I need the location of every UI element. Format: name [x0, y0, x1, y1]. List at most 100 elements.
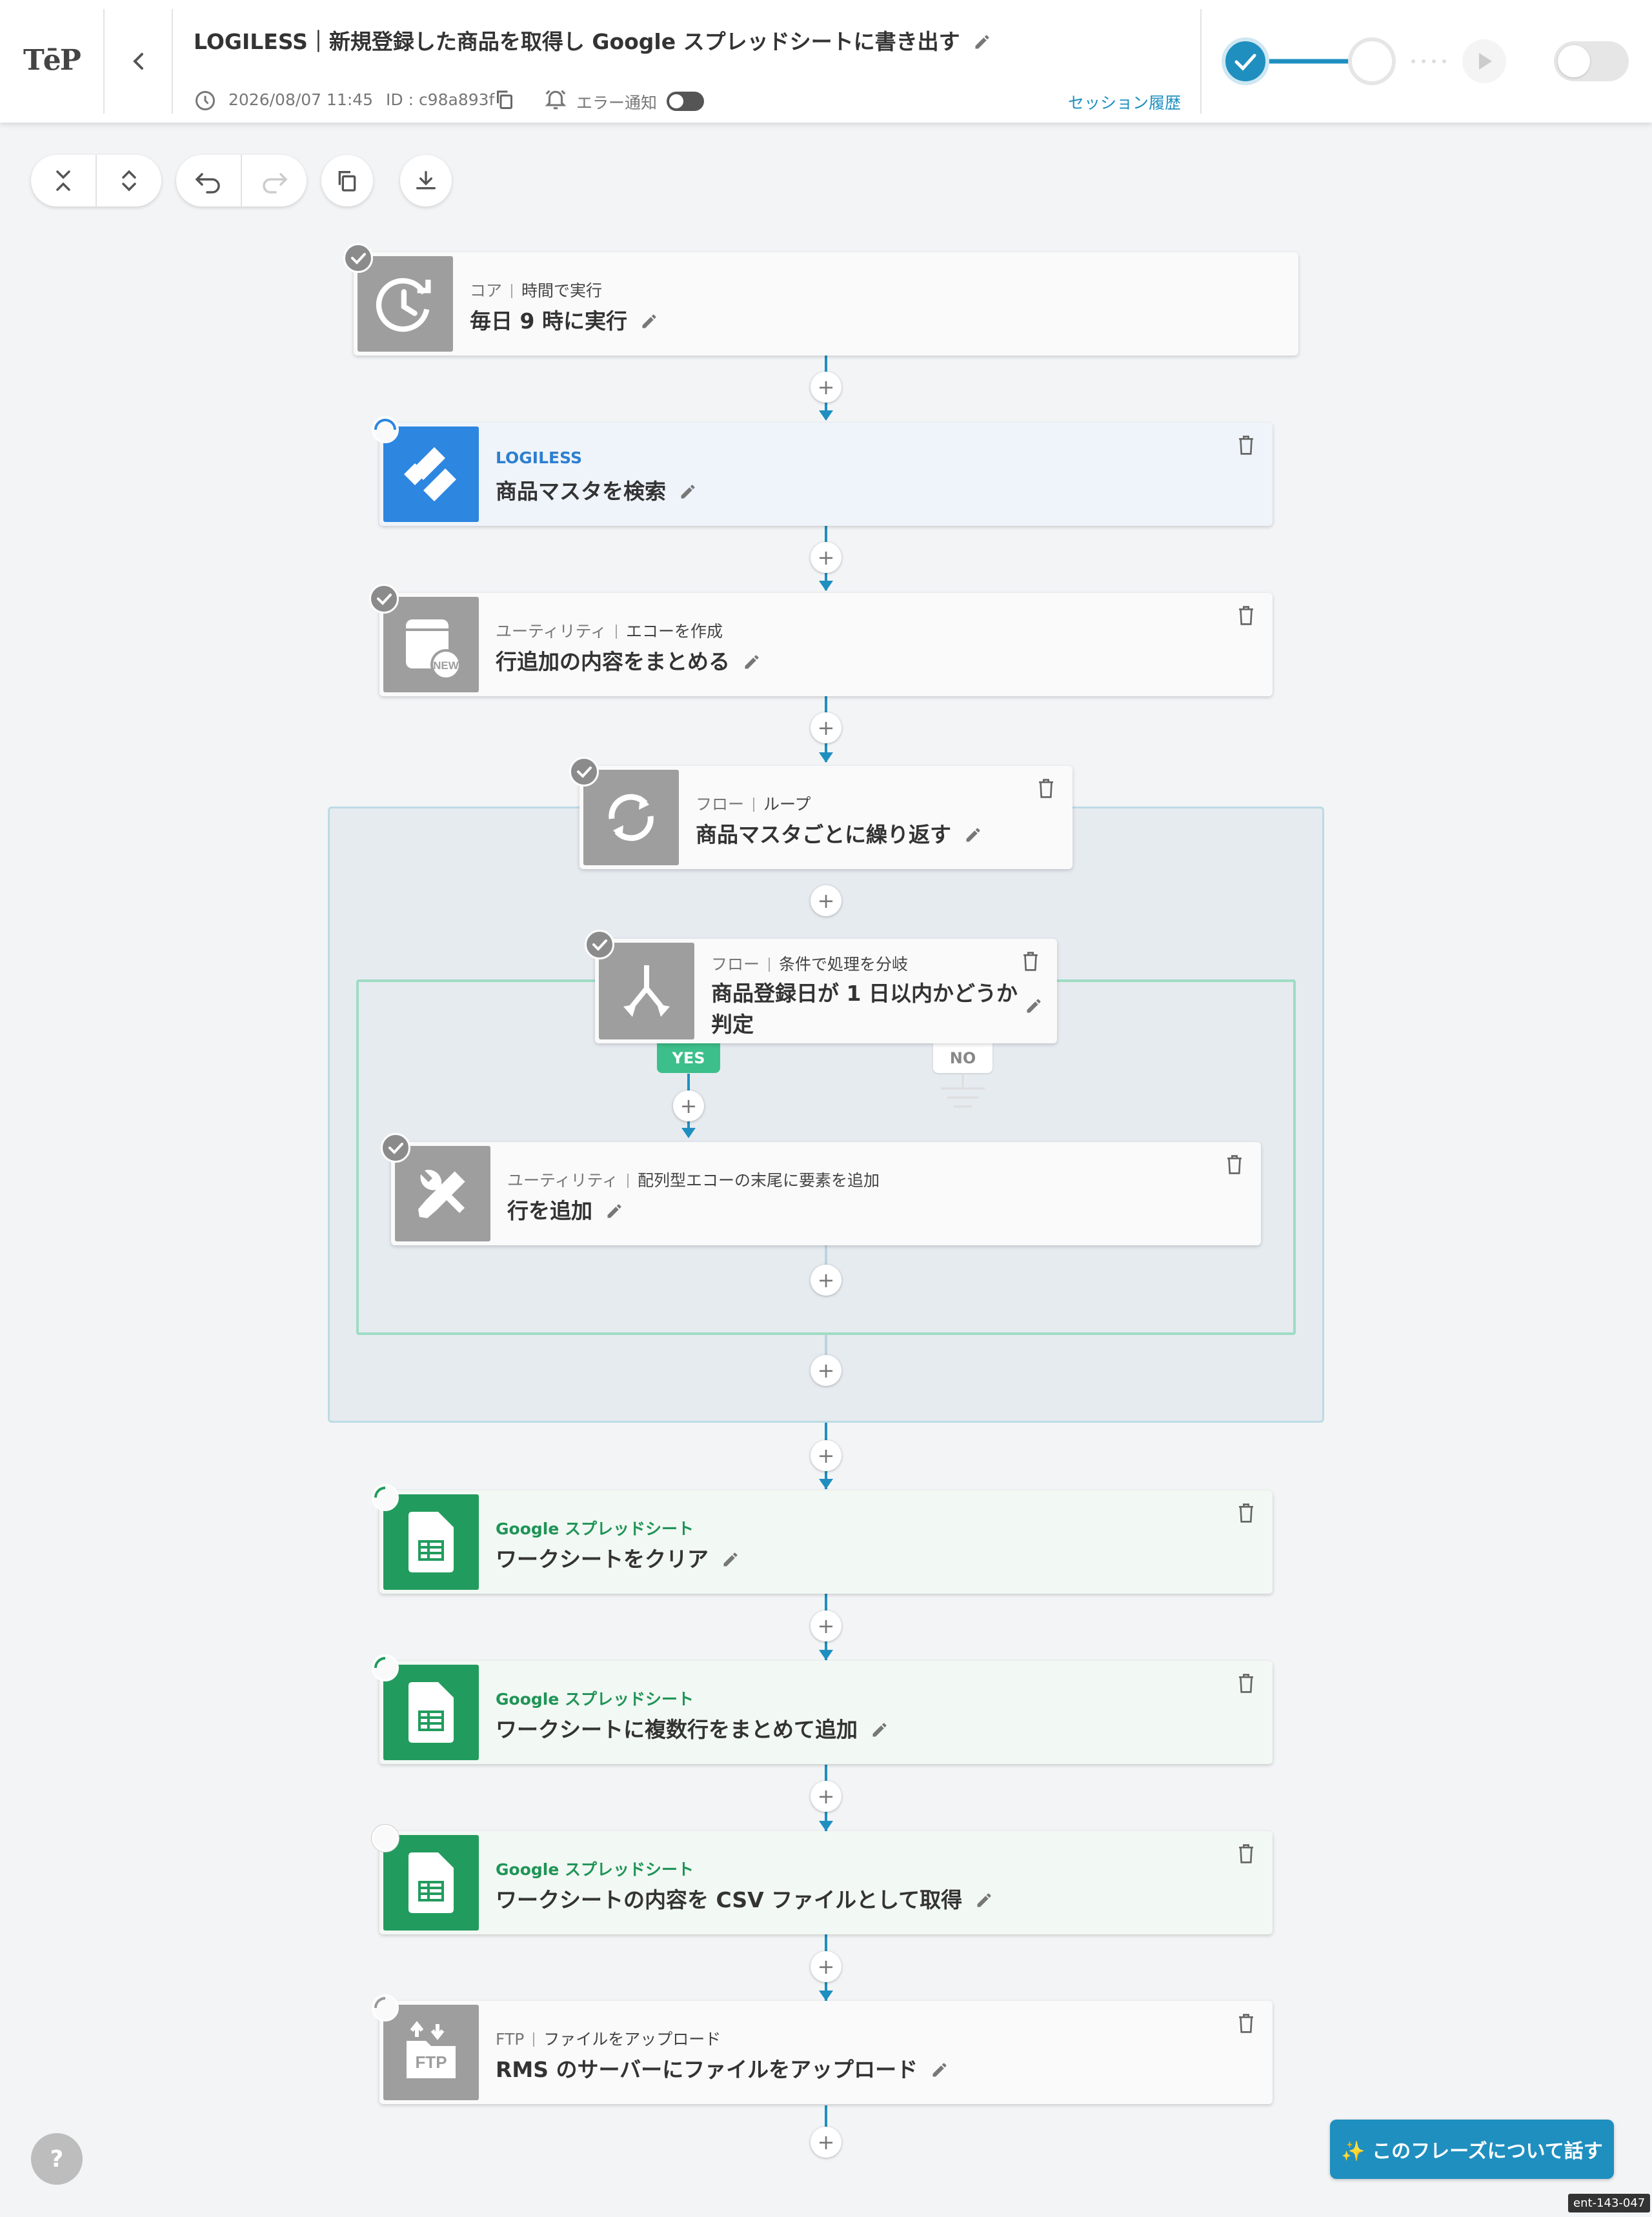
session-history-link[interactable]: セッション履歴 — [1068, 94, 1182, 112]
back-chevron-icon[interactable] — [123, 45, 155, 77]
add-step-button[interactable]: + — [811, 542, 841, 573]
step-card-add-row[interactable]: ユーティリティ配列型エコーの末尾に要素を追加 行を追加 — [381, 1133, 1261, 1245]
status-running-icon — [372, 416, 399, 443]
error-notify-toggle[interactable] — [667, 92, 704, 111]
step-title: 商品マスタごとに繰り返す — [696, 818, 982, 848]
help-button[interactable]: ? — [31, 2133, 83, 2185]
loop-refresh-icon — [609, 794, 654, 841]
new-document-icon: NEW — [406, 619, 461, 680]
alarm-bell-icon — [545, 90, 567, 110]
trash-icon[interactable] — [1236, 1502, 1256, 1524]
step-title: 行追加の内容をまとめる — [496, 645, 761, 676]
edit-pencil-icon[interactable] — [640, 312, 658, 330]
flow-id: ID : c98a893f — [386, 90, 495, 109]
arrow-down-icon — [819, 410, 833, 421]
trash-icon[interactable] — [1236, 2012, 1256, 2034]
edit-pencil-icon[interactable] — [871, 1721, 889, 1739]
trash-icon[interactable] — [1236, 1672, 1256, 1694]
step-card-sheets-csv[interactable]: Google スプレッドシート ワークシートの内容を CSV ファイルとして取得 — [372, 1825, 1273, 1934]
step-category: LOGILESS — [496, 448, 583, 467]
arrow-down-icon — [819, 752, 833, 763]
add-step-button[interactable]: + — [811, 1610, 841, 1641]
add-step-button[interactable]: + — [811, 372, 841, 403]
divider — [103, 9, 105, 114]
undo-redo-group — [176, 155, 307, 206]
duplicate-button[interactable] — [321, 155, 373, 206]
schedule-clock-icon — [376, 278, 431, 332]
trash-icon[interactable] — [1225, 1154, 1244, 1176]
arrow-down-icon — [819, 581, 833, 591]
google-sheets-icon — [408, 1512, 454, 1572]
trash-icon[interactable] — [1236, 434, 1256, 456]
ftp-icon-box: FTP — [383, 2005, 479, 2100]
add-step-button[interactable]: + — [811, 2127, 841, 2158]
edit-pencil-icon[interactable] — [973, 33, 991, 51]
flow-enable-toggle[interactable] — [1554, 41, 1629, 81]
logiless-logo-icon — [404, 447, 456, 501]
google-sheets-icon — [408, 1682, 454, 1743]
add-step-button[interactable]: + — [811, 1265, 841, 1296]
app-header: TēP LOGILESS｜新規登録した商品を取得し Google スプレッドシー… — [0, 0, 1652, 123]
add-step-button[interactable]: + — [811, 1355, 841, 1386]
trash-icon[interactable] — [1036, 777, 1056, 799]
sheets-icon-box — [383, 1665, 479, 1760]
edit-pencil-icon[interactable] — [1025, 997, 1043, 1015]
trash-icon[interactable] — [1236, 1843, 1256, 1865]
yes-branch-tag: YES — [657, 1043, 720, 1073]
edit-pencil-icon[interactable] — [605, 1202, 623, 1220]
copy-icon[interactable] — [493, 88, 516, 111]
arrow-down-icon — [819, 1991, 833, 2001]
copy-icon — [338, 171, 356, 192]
download-button[interactable] — [400, 155, 452, 206]
google-sheets-icon — [408, 1852, 454, 1913]
edit-pencil-icon[interactable] — [679, 483, 697, 501]
redo-icon[interactable] — [242, 155, 307, 206]
tools-wrench-icon — [418, 1169, 467, 1218]
status-done-icon — [369, 584, 399, 614]
step-card-logiless[interactable]: LOGILESS 商品マスタを検索 — [372, 416, 1273, 526]
add-step-button[interactable]: + — [811, 1781, 841, 1812]
add-step-button[interactable]: + — [811, 712, 841, 743]
step-title: ワークシートの内容を CSV ファイルとして取得 — [496, 1883, 993, 1914]
step-category: Google スプレッドシート — [496, 1860, 694, 1879]
status-pending-icon — [372, 1825, 399, 1852]
trash-icon[interactable] — [1236, 605, 1256, 627]
collapse-all-icon[interactable] — [31, 155, 96, 206]
step-category: コア時間で実行 — [470, 281, 603, 300]
step-category: ユーティリティエコーを作成 — [496, 622, 723, 641]
status-done-icon — [585, 930, 614, 959]
step-card-loop[interactable]: フローループ 商品マスタごとに繰り返す — [569, 757, 1073, 869]
add-step-button[interactable]: + — [811, 1440, 841, 1471]
step-card-sheets-append[interactable]: Google スプレッドシート ワークシートに複数行をまとめて追加 — [372, 1654, 1273, 1764]
step-card-condition[interactable]: フロー条件で処理を分岐 商品登録日が 1 日以内かどうか 判定 — [585, 930, 1057, 1043]
step-title: 商品マスタを検索 — [496, 474, 697, 505]
edit-pencil-icon[interactable] — [975, 1891, 993, 1909]
trash-icon[interactable] — [1021, 950, 1040, 972]
add-step-yes-button[interactable]: + — [673, 1090, 704, 1121]
logiless-icon-box — [383, 426, 479, 522]
branch-split-icon — [623, 965, 670, 1017]
branch-end-ground-icon — [941, 1073, 985, 1108]
arrow-down-icon — [681, 1128, 696, 1138]
step-card-sheets-clear[interactable]: Google スプレッドシート ワークシートをクリア — [372, 1484, 1273, 1594]
step-card-echo[interactable]: NEW ユーティリティエコーを作成 行追加の内容をまとめる — [369, 584, 1273, 696]
add-step-button[interactable]: + — [811, 1951, 841, 1982]
talk-about-phrase-button[interactable]: ✨ このフレーズについて話す — [1330, 2120, 1614, 2179]
undo-icon[interactable] — [176, 155, 241, 206]
flow-title[interactable]: LOGILESS｜新規登録した商品を取得し Google スプレッドシートに書き… — [194, 25, 991, 55]
status-pending-icon — [372, 1994, 399, 2021]
add-step-button[interactable]: + — [811, 885, 841, 916]
app-logo[interactable]: TēP — [23, 44, 81, 77]
divider — [96, 155, 97, 206]
step-title: 毎日 9 時に実行 — [470, 304, 658, 335]
edit-pencil-icon[interactable] — [721, 1550, 740, 1569]
expand-all-icon[interactable] — [97, 155, 161, 206]
edit-pencil-icon[interactable] — [931, 2061, 949, 2079]
step-card-trigger[interactable]: コア時間で実行 毎日 9 時に実行 — [343, 243, 1298, 356]
collapse-expand-group — [31, 155, 161, 206]
step-title: ワークシートに複数行をまとめて追加 — [496, 1712, 889, 1743]
status-done-icon — [343, 243, 373, 273]
edit-pencil-icon[interactable] — [964, 826, 982, 844]
edit-pencil-icon[interactable] — [743, 653, 761, 671]
